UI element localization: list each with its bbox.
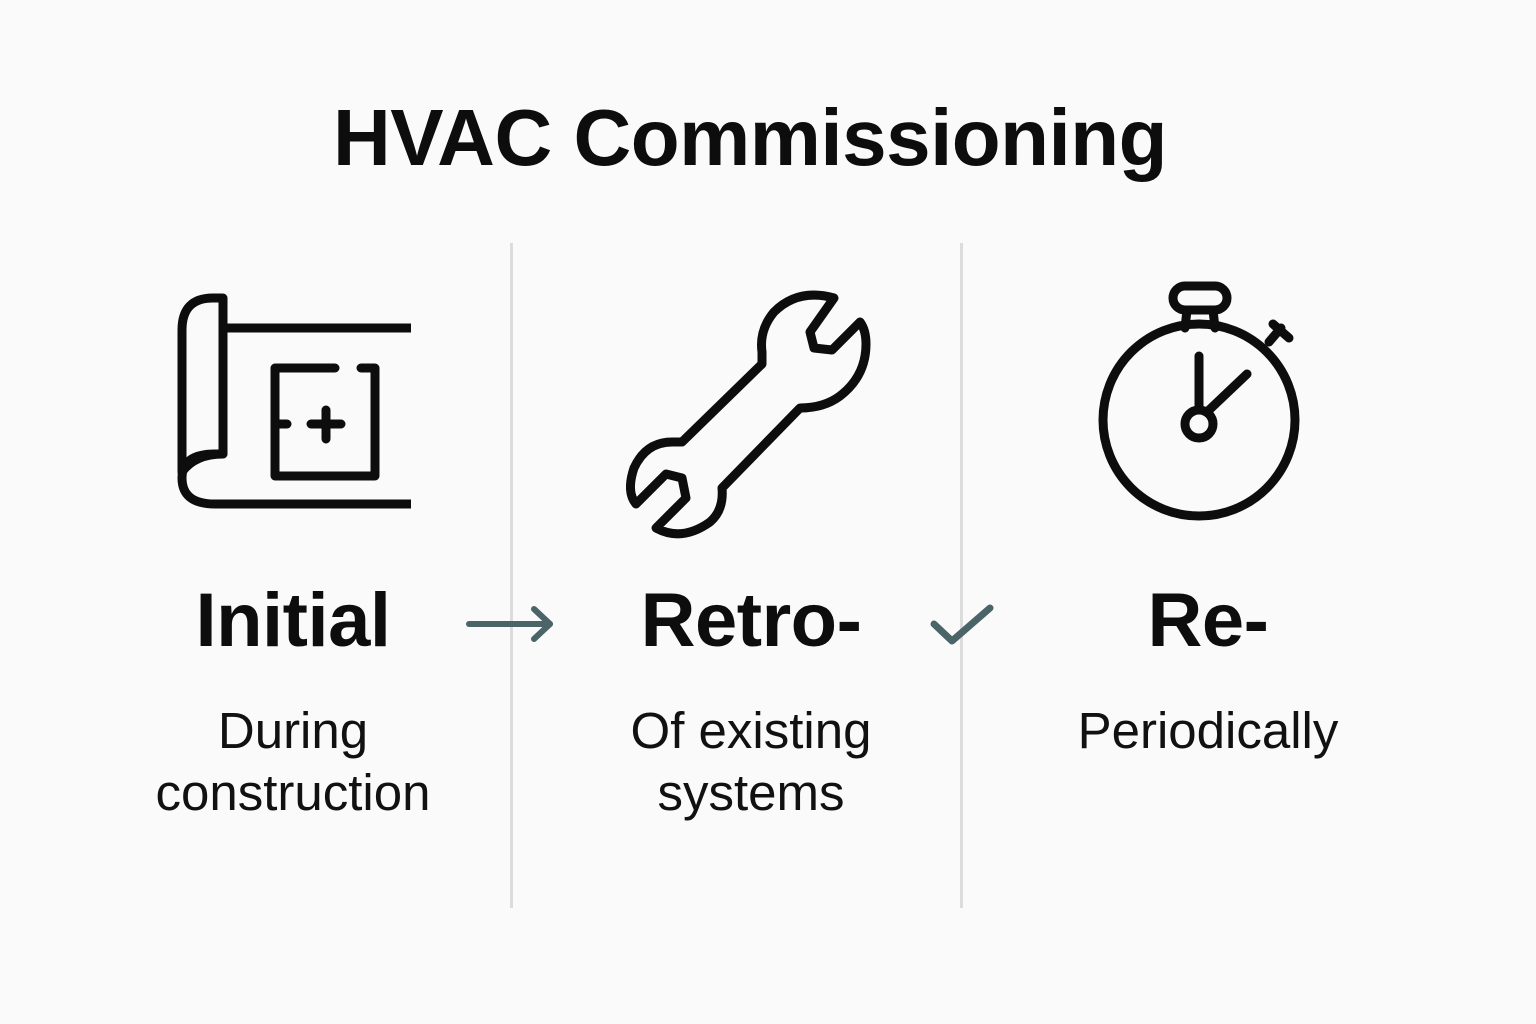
description-line: During (217, 702, 369, 759)
stopwatch-icon (1098, 281, 1300, 521)
column-divider (960, 243, 963, 908)
column-label: Re- (1147, 578, 1269, 663)
column-description: Of existing systems (571, 700, 931, 824)
column-initial: Initial During construction (113, 250, 473, 870)
wrench-icon (626, 290, 871, 539)
page-title: HVAC Commissioning (332, 93, 1168, 182)
description-line: Of existing (630, 702, 872, 759)
blueprint-icon (177, 293, 411, 509)
column-re: Re- Periodically (1020, 250, 1380, 870)
column-divider (510, 243, 513, 908)
description-line: construction (155, 764, 431, 821)
column-label: Retro- (640, 578, 862, 663)
checkmark-icon (930, 604, 994, 645)
description-line: systems (657, 764, 845, 821)
description-line: Periodically (1077, 702, 1339, 759)
column-description: During construction (113, 700, 473, 824)
column-description: Periodically (1028, 700, 1388, 762)
column-retro: Retro- Of existing systems (571, 250, 931, 870)
column-label: Initial (195, 578, 391, 663)
arrow-right-icon (466, 606, 553, 642)
